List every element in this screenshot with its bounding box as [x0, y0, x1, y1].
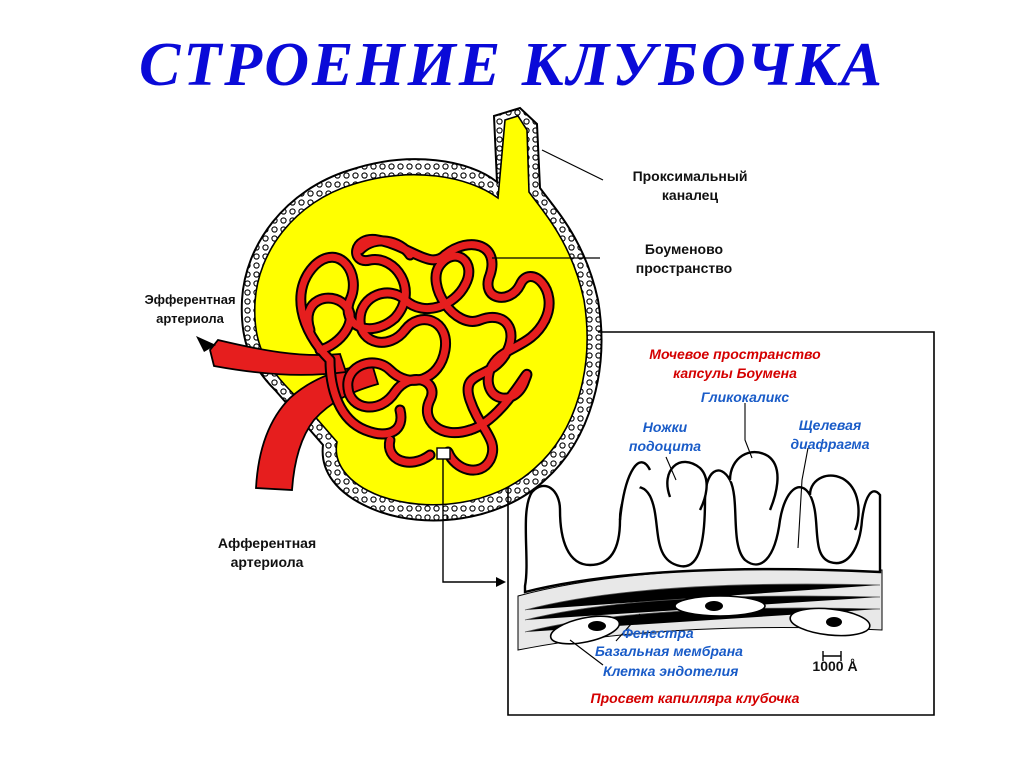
- magnify-box: [436, 447, 451, 460]
- inset-frame: [507, 331, 935, 716]
- endothelial-nuclei: [588, 601, 842, 631]
- label-urinary-line1: Мочевое пространство: [649, 346, 821, 362]
- efferent-arteriole: [209, 338, 348, 376]
- leader-glycocalyx: [744, 403, 753, 459]
- label-bowman-space: Боуменово пространство: [604, 240, 764, 278]
- label-efferent-line1: Эфферентная: [144, 292, 236, 307]
- label-capillary-lumen: Просвет капилляра клубочка: [590, 690, 800, 706]
- label-slit-line2: диафрагма: [790, 436, 870, 452]
- page-title: СТРОЕНИЕ КЛУБОЧКА: [138, 31, 886, 99]
- podocyte-bodies: [618, 450, 860, 531]
- label-proximal-tubule: Проксимальный каналец: [605, 167, 775, 205]
- connector-arrow-icon: [496, 577, 506, 587]
- leader-slit: [797, 447, 809, 549]
- leader-podocyte: [665, 456, 677, 481]
- label-afferent-line1: Афферентная: [217, 535, 317, 551]
- label-podocyte-line1: Ножки: [642, 419, 688, 435]
- label-podocyte-feet: Ножки подоцита: [615, 418, 715, 456]
- label-glycocalyx: Гликокаликс: [700, 389, 790, 405]
- label-efferent-line2: артериола: [156, 311, 224, 326]
- label-bowman-line2: пространство: [635, 260, 733, 276]
- efferent-arrow-icon: [196, 336, 216, 352]
- leader-proximal: [541, 149, 604, 181]
- label-basal-membrane: Базальная мембрана: [595, 643, 743, 659]
- connector-line: [442, 459, 500, 583]
- label-endothelial-cell: Клетка эндотелия: [603, 663, 739, 679]
- label-proximal-line1: Проксимальный: [632, 168, 748, 184]
- label-proximal-line2: каналец: [661, 187, 719, 203]
- label-urinary-line2: капсулы Боумена: [673, 365, 797, 381]
- label-scale: 1000 Å: [812, 658, 858, 674]
- label-afferent-line2: артериола: [230, 554, 304, 570]
- label-efferent-arteriole: Эфферентная артериола: [135, 290, 245, 328]
- label-podocyte-line2: подоцита: [628, 438, 702, 454]
- leader-basal: [615, 613, 641, 642]
- label-afferent-arteriole: Афферентная артериола: [192, 534, 342, 572]
- label-bowman-line1: Боуменово: [644, 241, 724, 257]
- label-urinary-space: Мочевое пространство капсулы Боумена: [610, 345, 860, 383]
- capillary-loops: [295, 234, 555, 476]
- leader-endothelial: [569, 639, 604, 666]
- label-fenestra: Фенестра: [622, 625, 694, 641]
- label-slit-diaphragm: Щелевая диафрагма: [775, 416, 885, 454]
- label-slit-line1: Щелевая: [798, 417, 862, 433]
- scale-bar: [822, 651, 842, 661]
